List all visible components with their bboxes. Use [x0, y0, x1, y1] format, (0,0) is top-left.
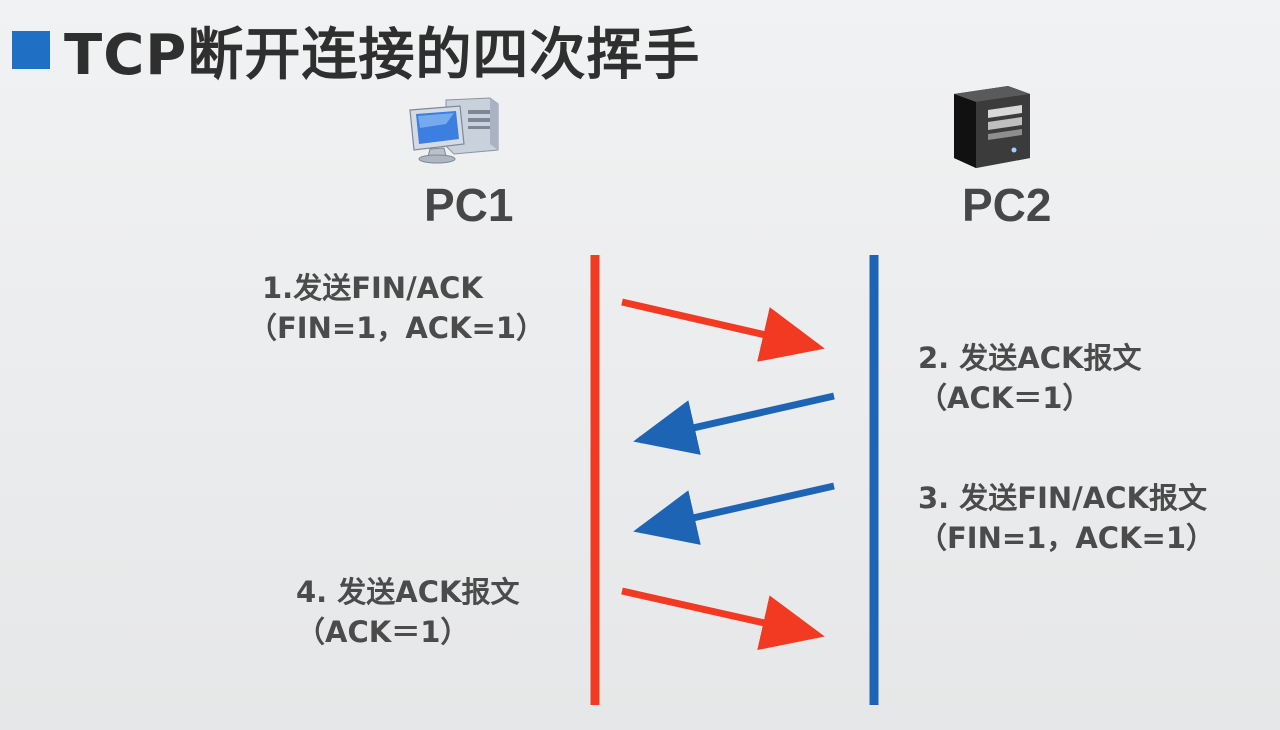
pc1-label: PC1	[424, 179, 514, 231]
message-step-3-line1: 3. 发送FIN/ACK报文	[918, 481, 1207, 515]
desktop-computer-icon	[409, 97, 499, 164]
arrow-step-1	[621, 298, 825, 362]
message-step-4-line1: 4. 发送ACK报文	[296, 575, 520, 609]
message-step-4-line2: （ACK＝1）	[296, 615, 470, 649]
message-step-4: 4. 发送ACK报文 （ACK＝1）	[296, 572, 520, 652]
server-tower-icon	[954, 86, 1030, 168]
title-bullet-square	[12, 31, 50, 69]
message-step-3: 3. 发送FIN/ACK报文 （FIN=1，ACK=1）	[918, 478, 1215, 558]
message-step-2: 2. 发送ACK报文 （ACK＝1）	[918, 338, 1142, 418]
page-title: TCP断开连接的四次挥手	[64, 22, 701, 88]
message-step-3-line2: （FIN=1，ACK=1）	[918, 521, 1216, 555]
message-step-1-line2: （FIN=1，ACK=1）	[248, 311, 546, 345]
message-step-2-line1: 2. 发送ACK报文	[918, 341, 1142, 375]
arrow-step-4	[621, 587, 825, 651]
pc2-label: PC2	[962, 179, 1052, 231]
arrow-step-2	[633, 392, 835, 455]
message-step-1-line1: 1.发送FIN/ACK	[262, 271, 483, 305]
message-step-1: 1.发送FIN/ACK （FIN=1，ACK=1）	[248, 268, 545, 348]
arrow-step-3	[633, 482, 835, 545]
message-step-2-line2: （ACK＝1）	[918, 381, 1092, 415]
page-title-bar: TCP断开连接的四次挥手	[12, 12, 700, 88]
